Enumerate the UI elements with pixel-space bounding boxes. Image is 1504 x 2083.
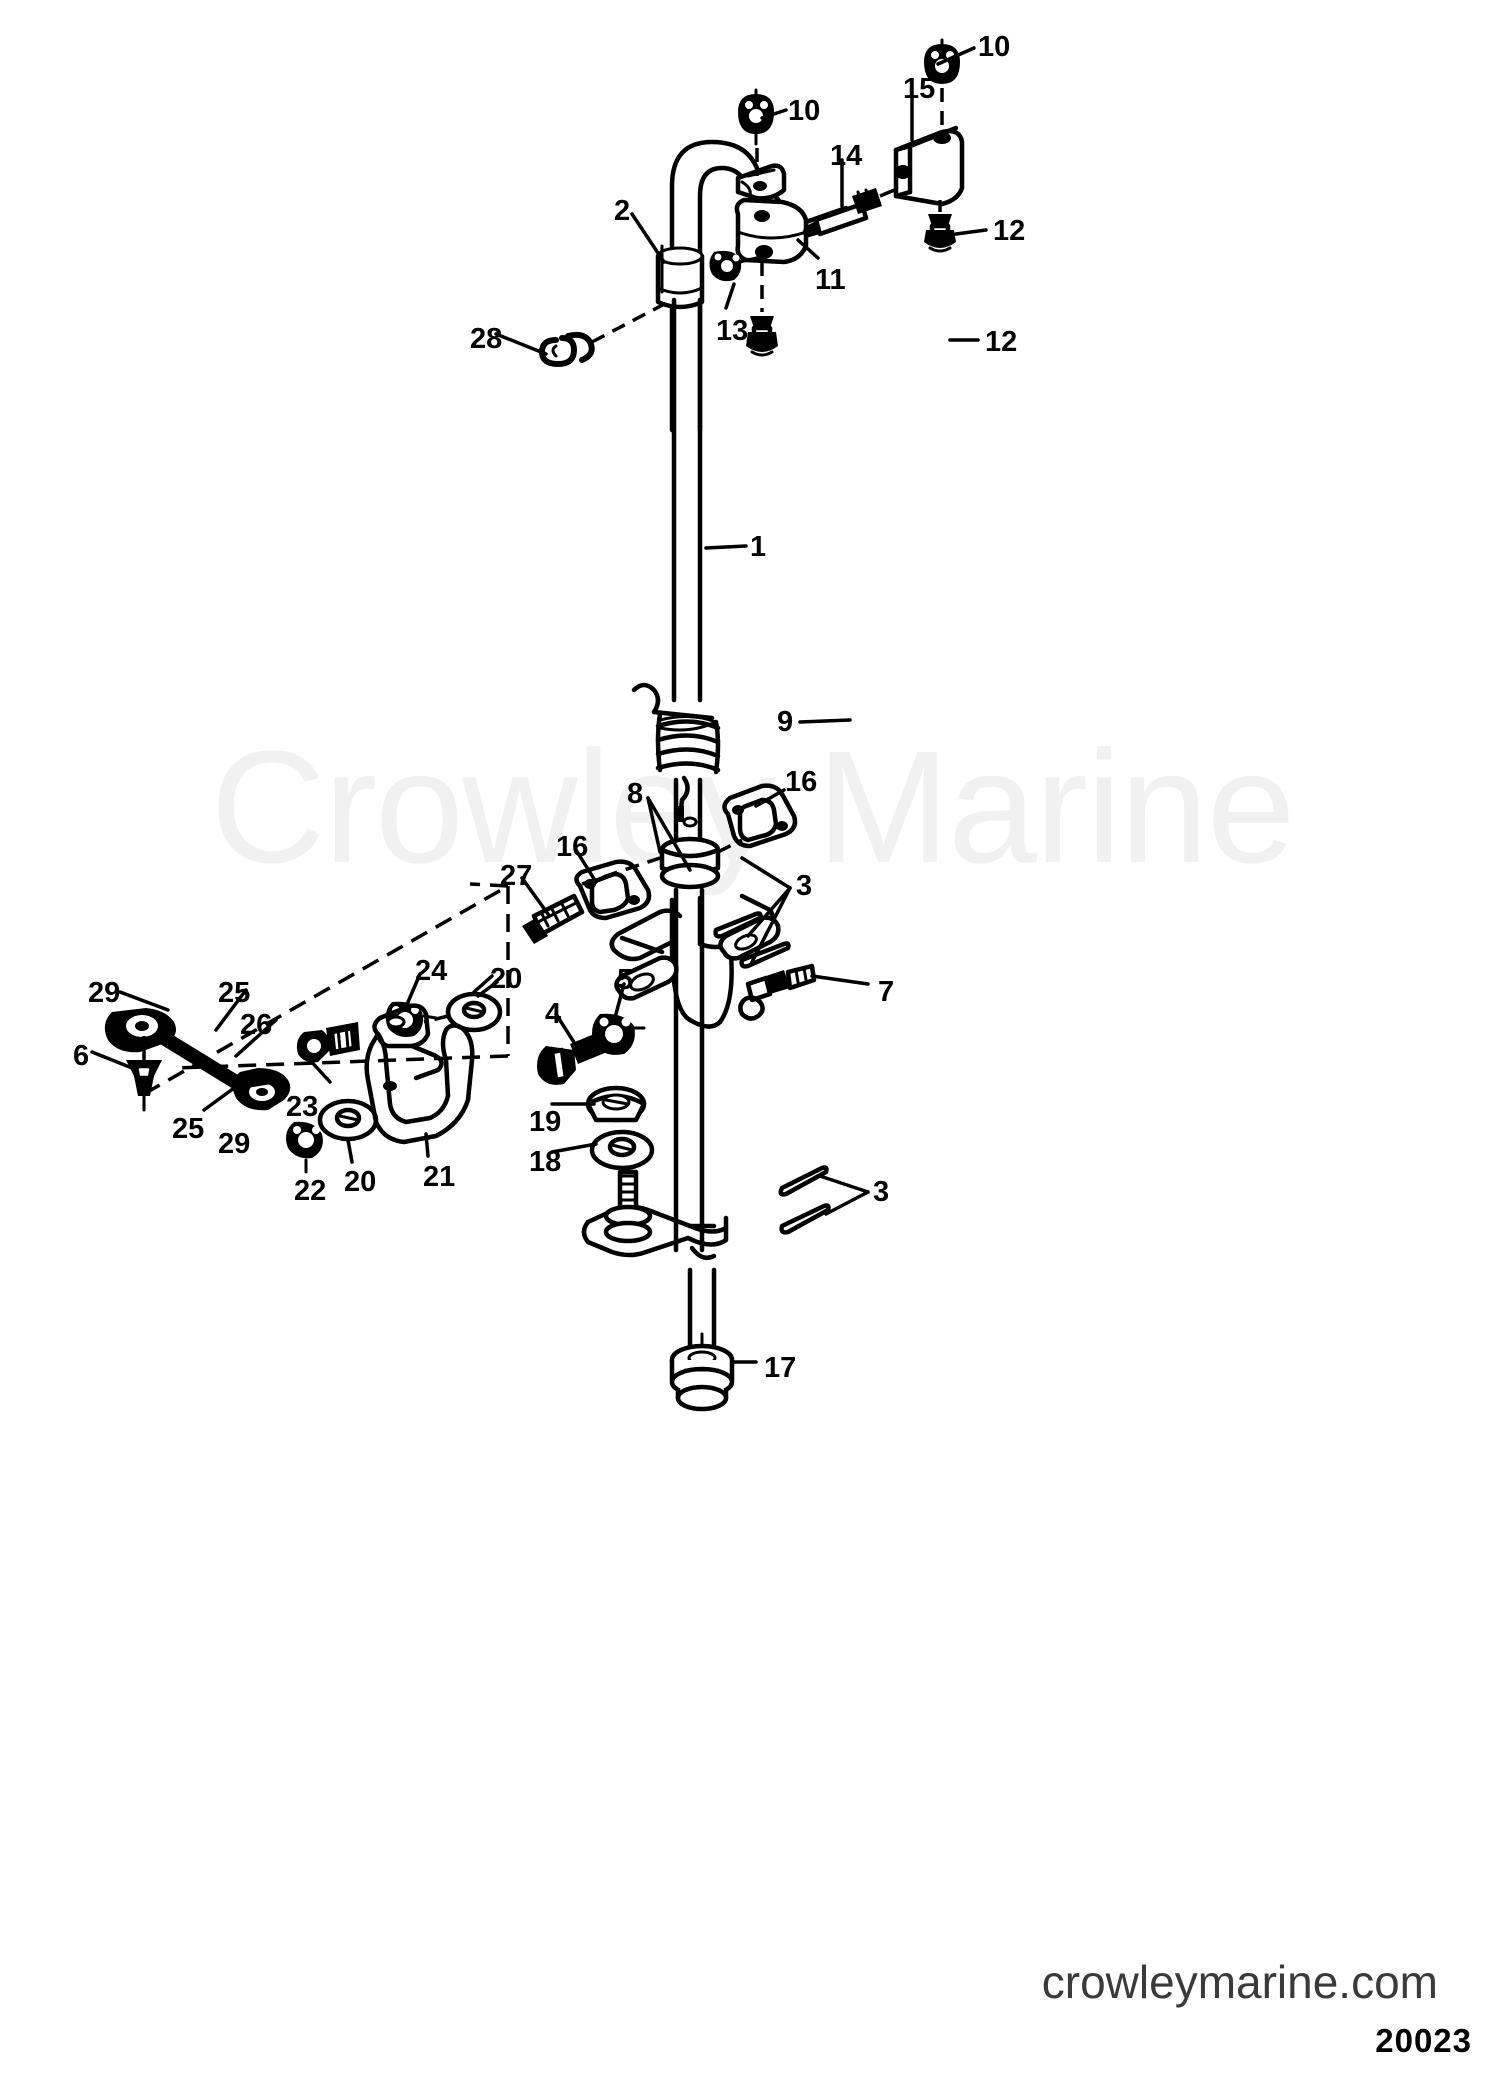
callout-15: 15 xyxy=(903,73,936,105)
callout-14: 14 xyxy=(830,140,863,172)
callout-16-left: 16 xyxy=(556,831,589,863)
site-url-text: crowleymarine.com xyxy=(1041,1956,1438,2008)
drawing-number: 20023 xyxy=(1375,2022,1472,2059)
tube-ferrule-part-2 xyxy=(655,244,705,310)
callout-8: 8 xyxy=(627,778,644,810)
callout-13: 13 xyxy=(716,315,749,347)
block-part-15 xyxy=(893,125,965,207)
callout-12-right: 12 xyxy=(993,215,1026,247)
callout-23: 23 xyxy=(286,1091,319,1123)
callout-28: 28 xyxy=(470,323,503,355)
locknut-part-5 xyxy=(592,1013,646,1055)
callout-5: 5 xyxy=(617,964,634,996)
callout-22: 22 xyxy=(294,1175,327,1207)
mounting-bracket-part-21 xyxy=(364,1003,475,1158)
callout-29-lower: 29 xyxy=(218,1128,251,1160)
locknut-part-10-middle xyxy=(738,88,774,146)
fitting-part-23 xyxy=(296,1022,360,1084)
callout-10-upper-right: 10 xyxy=(978,31,1011,63)
locknut-part-13 xyxy=(709,250,766,282)
locknut-part-22 xyxy=(286,1121,323,1174)
callout-12-middle: 12 xyxy=(985,326,1018,358)
callout-3-upper: 3 xyxy=(796,870,813,902)
callout-1: 1 xyxy=(750,531,767,563)
callout-25-lower: 25 xyxy=(172,1113,205,1145)
callout-11: 11 xyxy=(815,264,846,296)
bolt-part-12-right xyxy=(924,200,956,253)
washer-part-20-upper xyxy=(423,974,503,1033)
link-axis-14 xyxy=(879,184,905,198)
bracket-pins-upper xyxy=(713,911,791,969)
lower-swivel-bracket xyxy=(581,1169,729,1260)
return-spring-part-9 xyxy=(631,682,721,822)
callout-27: 27 xyxy=(500,860,533,892)
callout-21: 21 xyxy=(423,1161,456,1193)
grommet-part-17 xyxy=(669,1332,735,1412)
callout-20-lower: 20 xyxy=(344,1166,377,1198)
callout-leader-lines xyxy=(90,46,988,1364)
assembly-axis-28 xyxy=(591,298,673,344)
callout-19: 19 xyxy=(529,1106,562,1138)
pins-part-3-lower xyxy=(778,1165,831,1235)
callout-9: 9 xyxy=(777,706,794,738)
callout-17: 17 xyxy=(764,1352,797,1384)
main-shaft-part-1 xyxy=(671,297,717,1389)
mounting-block-part-11 xyxy=(734,197,809,265)
link-rod-part-14 xyxy=(803,184,905,238)
washer-part-18 xyxy=(589,1129,655,1171)
callout-4: 4 xyxy=(545,998,562,1030)
callout-3-lower: 3 xyxy=(873,1176,890,1208)
callout-7: 7 xyxy=(878,976,895,1008)
nut-part-19 xyxy=(585,1085,647,1123)
callout-18: 18 xyxy=(529,1146,562,1178)
steering-bracket-assembly xyxy=(609,893,781,1029)
callout-29-upper: 29 xyxy=(88,977,121,1009)
callout-16-right: 16 xyxy=(785,766,818,798)
assembly-guide-lines xyxy=(142,882,510,1096)
bolt-part-12-middle xyxy=(746,262,778,357)
callout-2: 2 xyxy=(614,195,631,227)
cable-clamp-plate xyxy=(735,163,787,201)
callout-25-upper: 25 xyxy=(218,977,251,1009)
link-assembly-25-26-29 xyxy=(104,1008,291,1111)
callout-20-right: 20 xyxy=(490,963,523,995)
washer-part-20-lower xyxy=(317,1098,379,1164)
screw-part-27 xyxy=(522,893,585,944)
callout-10-upper-middle: 10 xyxy=(788,95,821,127)
screw-part-7 xyxy=(745,963,817,1003)
bushing-block-part-16-left xyxy=(574,859,652,921)
retaining-clip-part-28 xyxy=(539,331,595,367)
bushing-block-part-16-right xyxy=(722,783,798,849)
callout-26: 26 xyxy=(240,1009,273,1041)
callout-24: 24 xyxy=(415,955,448,987)
fastener-part-6 xyxy=(126,1044,162,1112)
callout-6: 6 xyxy=(73,1040,90,1072)
assembly-axis-16-right xyxy=(717,838,743,854)
shaft-collar-part-8 xyxy=(659,816,721,890)
